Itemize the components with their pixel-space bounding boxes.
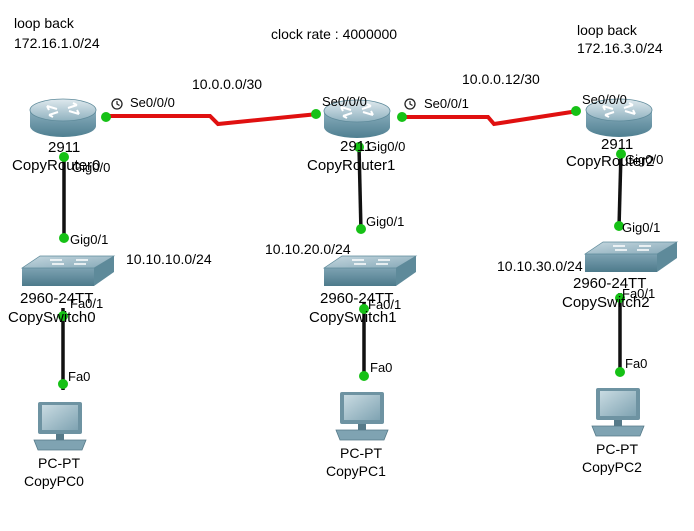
port-status-dot <box>615 293 625 303</box>
switch1-access-port-label: Fa0/1 <box>368 297 401 312</box>
port-status-dot <box>101 112 111 122</box>
port-status-dot <box>58 311 68 321</box>
switch0-model: 2960-24TT <box>20 290 93 307</box>
switch-1[interactable] <box>322 255 418 286</box>
port-status-dot <box>311 109 321 119</box>
pc2-port-label: Fa0 <box>625 356 647 371</box>
switch0-name: CopySwitch0 <box>8 309 96 326</box>
router2-serial-port-label: Se0/0/0 <box>582 92 627 107</box>
eth-link-router2-switch2[interactable] <box>617 151 623 229</box>
loopback-right-network: 172.16.3.0/24 <box>577 40 663 56</box>
router0-serial-port-label: Se0/0/0 <box>130 95 175 110</box>
router-1[interactable] <box>323 99 391 138</box>
pc0-port-label: Fa0 <box>68 369 90 384</box>
switch-0[interactable] <box>20 255 116 286</box>
router1-gig-port-label: Gig0/0 <box>367 139 405 154</box>
port-status-dot <box>615 367 625 377</box>
pc2-model: PC-PT <box>596 441 638 457</box>
switch-2[interactable] <box>583 241 679 272</box>
router1-model: 2911 <box>340 138 372 155</box>
lan2-network: 10.10.30.0/24 <box>497 258 583 274</box>
port-status-dot <box>397 112 407 122</box>
router1-serial-right-port-label: Se0/0/1 <box>424 96 469 111</box>
switch2-name: CopySwitch2 <box>562 294 650 311</box>
router2-model: 2911 <box>601 136 633 153</box>
pc-2[interactable] <box>591 388 645 437</box>
port-status-dot <box>614 221 624 231</box>
switch2-access-port-label: Fa0/1 <box>622 286 655 301</box>
router-2[interactable] <box>585 98 653 137</box>
eth-link-router1-switch1[interactable] <box>357 145 363 233</box>
pc1-name: CopyPC1 <box>326 463 386 479</box>
pc1-model: PC-PT <box>340 445 382 461</box>
port-status-dot <box>359 304 369 314</box>
pc2-name: CopyPC2 <box>582 459 642 475</box>
switch1-uplink-port-label: Gig0/1 <box>366 214 404 229</box>
router0-model: 2911 <box>48 139 80 156</box>
clock-rate-note: clock rate : 4000000 <box>271 26 397 42</box>
router0-gig-port-label: Gig0/0 <box>72 160 110 175</box>
switch1-name: CopySwitch1 <box>309 309 397 326</box>
switch0-uplink-port-label: Gig0/1 <box>70 232 108 247</box>
port-status-dot <box>59 233 69 243</box>
switch1-model: 2960-24TT <box>320 290 393 307</box>
port-status-dot <box>616 149 626 159</box>
router0-name: CopyRouter0 <box>12 157 100 174</box>
lan0-network: 10.10.10.0/24 <box>126 251 212 267</box>
pc-1[interactable] <box>335 392 389 441</box>
serial-link-router1-router2[interactable] <box>402 109 579 127</box>
switch0-access-port-label: Fa0/1 <box>70 296 103 311</box>
router-0[interactable] <box>29 98 97 137</box>
router2-gig-port-label: Gig0/0 <box>625 152 663 167</box>
loopback-right-title: loop back <box>577 22 638 38</box>
clock-icon <box>111 98 123 110</box>
pc0-name: CopyPC0 <box>24 473 84 489</box>
port-status-dot <box>59 152 69 162</box>
port-status-dot <box>356 224 366 234</box>
loopback-left-title: loop back <box>14 15 75 31</box>
port-status-dot <box>354 142 364 152</box>
clock-icon <box>404 98 416 110</box>
router1-serial-left-port-label: Se0/0/0 <box>322 94 367 109</box>
port-status-dot <box>359 371 369 381</box>
pc-0[interactable] <box>33 402 87 451</box>
lan1-network: 10.10.20.0/24 <box>265 241 351 257</box>
wan-right-network: 10.0.0.12/30 <box>462 71 540 87</box>
pc1-port-label: Fa0 <box>370 360 392 375</box>
pc0-model: PC-PT <box>38 455 80 471</box>
serial-link-router0-router1[interactable] <box>103 112 319 127</box>
switch2-model: 2960-24TT <box>573 275 646 292</box>
router2-name: CopyRouter2 <box>566 153 654 170</box>
port-status-dot <box>571 106 581 116</box>
port-status-dot <box>58 379 68 389</box>
router1-name: CopyRouter1 <box>307 157 395 174</box>
wan-left-network: 10.0.0.0/30 <box>192 76 262 92</box>
switch2-uplink-port-label: Gig0/1 <box>622 220 660 235</box>
loopback-left-network: 172.16.1.0/24 <box>14 35 100 51</box>
